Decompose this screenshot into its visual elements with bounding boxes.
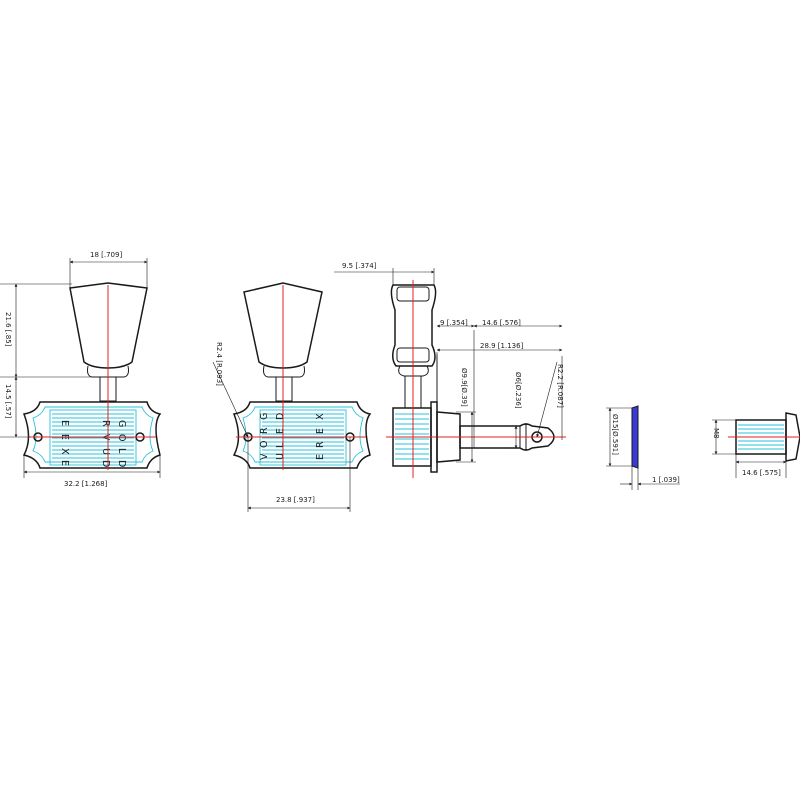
back-letter: G — [259, 413, 270, 420]
back-letter: E — [315, 428, 326, 434]
washer-dim-thickness: 1 [.039] — [652, 476, 680, 484]
washer-dim-diameter: Ø15[Ø.591] — [611, 414, 619, 455]
front-plate-stripes — [52, 413, 134, 459]
front-letter: O — [116, 434, 127, 441]
washer-profile — [631, 405, 639, 469]
nut-view: M8 14.6 [.575] — [712, 412, 800, 478]
front-letter: E — [59, 420, 70, 426]
back-dim-hole-spacing: 23.8 [.937] — [276, 496, 315, 504]
front-letter: G — [116, 420, 127, 427]
front-letter: X — [59, 448, 70, 455]
side-dim-string-hole-radius: R2.2 [R.087] — [556, 364, 564, 408]
back-plate-lettering: G R O V D E L U X E R E — [259, 413, 326, 460]
front-view: G O L D R V U D E E X E 18 [.709] 21.6 [… — [0, 251, 162, 488]
front-dim-shaft-height: 14.5 [.57] — [4, 384, 12, 419]
back-plate-outline — [232, 401, 372, 469]
front-plate-lettering: G O L D R V U D E E X E — [59, 420, 127, 467]
nut-dim-thread: M8 — [712, 428, 720, 439]
side-dim-post-diameter: Ø6[Ø.236] — [514, 372, 522, 409]
front-letter: E — [59, 460, 70, 466]
back-shaft — [275, 376, 293, 402]
back-letter: R — [259, 427, 270, 434]
side-dim-bushing-diameter: Ø9.9[Ø.39] — [460, 368, 468, 407]
back-letter: V — [259, 453, 270, 460]
front-dim-plate-width: 32.2 [1.268] — [64, 480, 108, 488]
back-letter: D — [275, 413, 286, 420]
front-letter: L — [116, 448, 127, 454]
nut-dim-length: 14.6 [.575] — [742, 469, 781, 477]
front-letter: U — [100, 448, 111, 455]
front-dim-button-height: 21.6 [.85] — [4, 312, 12, 347]
back-letter: X — [315, 413, 326, 420]
front-plate-outline — [22, 401, 162, 469]
side-dim-button-depth: 9.5 [.374] — [342, 262, 377, 270]
front-letter: D — [100, 460, 111, 467]
front-letter: D — [116, 460, 127, 467]
back-dim-hole-radius: R2.4 [R.093] — [215, 342, 223, 386]
side-button — [390, 284, 437, 367]
washer-view: Ø15[Ø.591] 1 [.039] — [606, 405, 680, 490]
back-letter: E — [275, 428, 286, 434]
side-dim-post-length: 14.6 [.576] — [482, 319, 521, 327]
side-view: 9.5 [.374] Ø9.9[Ø.39] Ø6[Ø.236] R2.2 [R.… — [334, 262, 566, 478]
back-letter: E — [315, 454, 326, 460]
front-letter: R — [100, 420, 111, 427]
back-letter: U — [275, 453, 286, 460]
nut-hex-collar — [785, 412, 800, 462]
side-dim-overall-length: 28.9 [1.136] — [480, 342, 524, 350]
side-dim-bushing-length: 9 [.354] — [440, 319, 468, 327]
back-view: G R O V D E L U X E R E R2.4 [R.093] 23.… — [212, 282, 372, 512]
back-letter: L — [275, 442, 286, 448]
back-letter: O — [259, 441, 270, 448]
front-dim-button-width: 18 [.709] — [90, 251, 122, 259]
back-letter: R — [315, 441, 326, 448]
